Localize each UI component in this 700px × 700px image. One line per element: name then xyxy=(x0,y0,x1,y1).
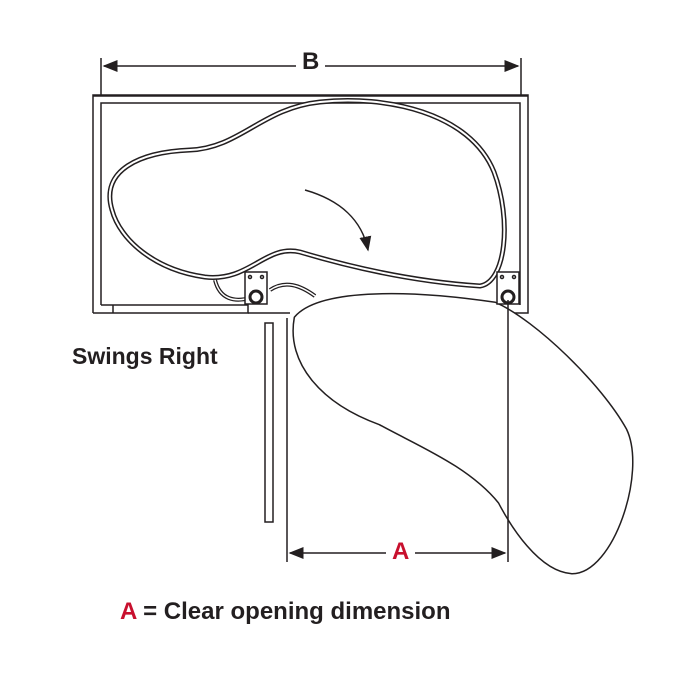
legend-key: A xyxy=(120,598,137,625)
legend: A = Clear opening dimension xyxy=(120,598,451,626)
swing-direction-label: Swings Right xyxy=(72,343,218,369)
lower-tray xyxy=(292,292,634,575)
legend-text: = Clear opening dimension xyxy=(136,598,451,625)
dimension-a-label: A xyxy=(386,538,416,566)
door-panel xyxy=(264,322,274,523)
upper-tray xyxy=(107,98,507,289)
left-hinge xyxy=(244,271,268,305)
right-hinge xyxy=(496,271,520,305)
swing-arrow-icon xyxy=(304,189,372,252)
cabinet-outline xyxy=(92,94,529,314)
dimension-b-label: B xyxy=(296,48,326,76)
